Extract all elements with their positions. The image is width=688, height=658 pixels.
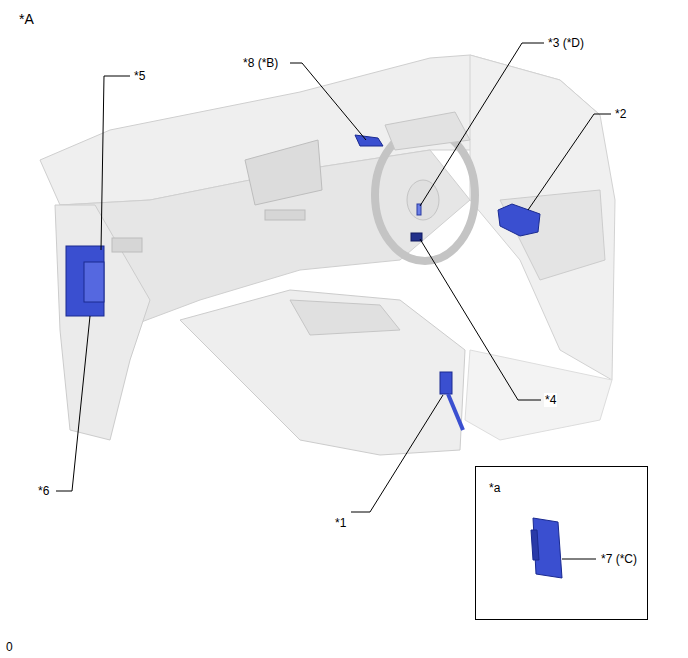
ecu-part	[66, 246, 104, 316]
callout-number: *2	[614, 107, 627, 121]
callout-number: *4	[544, 393, 557, 407]
figure-number: 0	[5, 640, 14, 654]
sensor-part	[355, 135, 383, 146]
air-vent	[265, 210, 305, 220]
connector-part	[440, 372, 452, 394]
leader-line	[101, 76, 130, 250]
door-switch-part	[498, 204, 540, 236]
door-panel	[470, 55, 615, 380]
ecu-part	[531, 530, 539, 560]
inset-label: *a	[488, 481, 501, 495]
leader-line	[420, 43, 544, 206]
door-trim	[500, 190, 605, 280]
cup-holder	[290, 300, 400, 335]
figure-id: *A	[18, 12, 35, 26]
callout-number: *3 (*D)	[547, 36, 585, 50]
leader-line	[351, 395, 443, 512]
leader-line	[56, 316, 90, 491]
leader-line	[290, 63, 366, 140]
callout-number: *6	[37, 484, 50, 498]
display-screen	[245, 140, 322, 205]
inset-box: *a *7 (*C)	[475, 466, 648, 620]
wire	[448, 394, 463, 430]
callout-number: *8 (*B)	[242, 56, 279, 70]
air-vent	[112, 238, 142, 252]
center-console	[180, 290, 465, 455]
callout-number: *1	[334, 516, 347, 530]
left-side-panel	[55, 205, 150, 440]
callout-number: *5	[133, 69, 146, 83]
steering-wheel	[375, 129, 475, 261]
floor	[465, 350, 612, 440]
meter-hood	[385, 112, 470, 150]
steering-hub	[407, 180, 439, 220]
callout-number: *7 (*C)	[600, 552, 638, 566]
leader-line	[562, 559, 596, 560]
leader-line	[528, 114, 611, 210]
ecu-part	[84, 262, 104, 302]
leader-line	[420, 239, 541, 400]
